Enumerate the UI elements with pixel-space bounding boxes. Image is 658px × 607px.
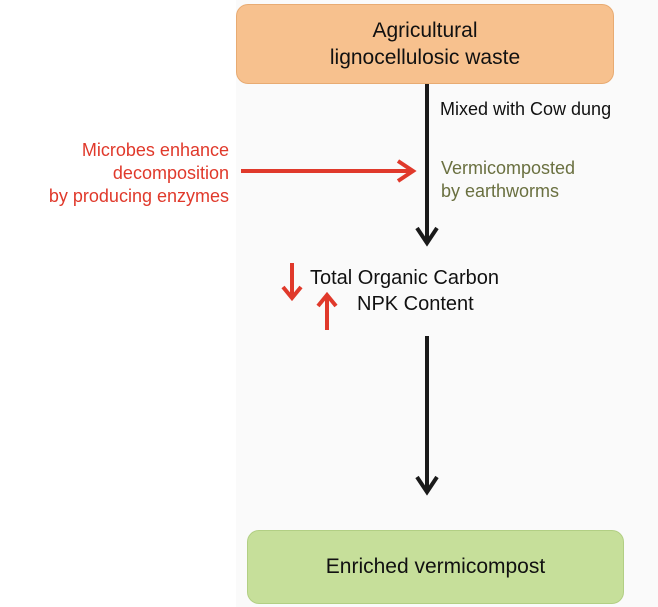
flow-arrow-2-head (415, 475, 439, 496)
input-node-line2: lignocellulosic waste (329, 46, 521, 69)
microbes-annotation: Microbes enhance decomposition by produc… (49, 139, 229, 208)
total-organic-carbon-label: Total Organic Carbon (310, 267, 499, 289)
vermicomposting-step-label: Vermicomposted by earthworms (441, 157, 575, 203)
npk-content-label: NPK Content (357, 293, 474, 315)
microbes-line3: by producing enzymes (48, 186, 229, 206)
vermicomposting-line1: Vermicomposted (441, 158, 576, 178)
input-node-line1: Agricultural (372, 19, 478, 42)
arrow-up-icon (316, 291, 338, 330)
diagram-background (236, 0, 658, 607)
arrow-down-icon (281, 263, 303, 302)
output-node-label: Enriched vermicompost (325, 555, 546, 578)
vermicomposting-line2: by earthworms (441, 181, 560, 201)
microbes-line2: decomposition (112, 163, 229, 183)
flow-arrow-1-head (415, 226, 439, 247)
output-node: Enriched vermicompost (247, 530, 624, 604)
microbes-line1: Microbes enhance (81, 140, 229, 160)
input-node: Agricultural lignocellulosic waste (236, 4, 614, 84)
microbes-arrow-head (396, 159, 417, 183)
mixing-step-label: Mixed with Cow dung (440, 99, 612, 119)
